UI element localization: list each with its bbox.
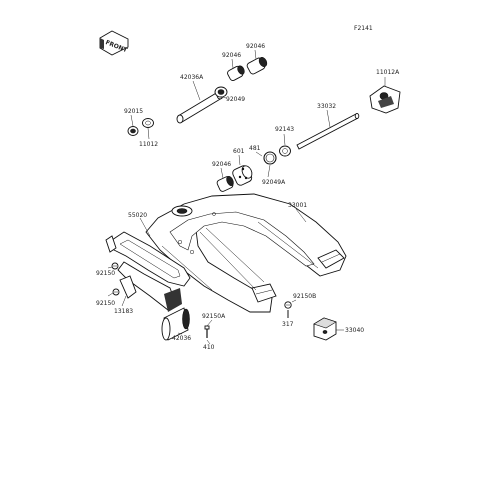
swingarm-33001 — [145, 193, 347, 313]
label-410: 410 — [203, 344, 215, 351]
cap-11012 — [142, 118, 154, 128]
collar-42036 — [161, 307, 190, 341]
guard-bracket — [105, 235, 117, 253]
pivot-collar-42036a — [176, 90, 224, 124]
label-55020: 55020 — [128, 212, 147, 219]
front-arrow-icon: FRONT — [99, 30, 129, 56]
bolt-92150-lower — [112, 288, 120, 296]
circlip-481 — [263, 151, 277, 165]
label-33001: 33001 — [288, 202, 307, 209]
label-42036a: 42036A — [180, 74, 204, 81]
label-13183: 13183 — [114, 308, 133, 315]
plate-13183 — [119, 275, 137, 299]
chain-guard-55020 — [111, 231, 191, 312]
label-92049: 92049 — [226, 96, 245, 103]
label-33032: 33032 — [317, 103, 336, 110]
label-92143: 92143 — [275, 126, 294, 133]
diagram-id: F2141 — [354, 25, 373, 32]
cap-11012a — [369, 85, 401, 114]
label-11012: 11012 — [139, 141, 158, 148]
label-601: 601 — [233, 148, 245, 155]
label-92046-top: 92046 — [246, 43, 265, 50]
bolt-92150b — [284, 301, 292, 309]
needle-bearing-92046-mid — [227, 65, 245, 81]
collar-92049 — [214, 86, 228, 98]
nut-92015 — [127, 126, 139, 136]
label-92046-lower: 92046 — [212, 161, 231, 168]
label-92015: 92015 — [124, 108, 143, 115]
needle-bearing-92046-lower — [216, 175, 234, 192]
ball-bearing-601 — [232, 165, 253, 186]
label-481: 481 — [249, 145, 261, 152]
label-92049a: 92049A — [262, 179, 286, 186]
collar-92143 — [279, 145, 291, 157]
label-92150-upper: 92150 — [96, 270, 115, 277]
label-92150b: 92150B — [293, 293, 316, 300]
label-11012a: 11012A — [376, 69, 400, 76]
label-92046-mid: 92046 — [222, 52, 241, 59]
needle-bearing-92046-top — [246, 56, 268, 75]
label-317: 317 — [282, 321, 294, 328]
bolt-92150a — [204, 325, 210, 338]
label-92150-lower: 92150 — [96, 300, 115, 307]
label-42036: 42036 — [172, 335, 191, 342]
chain-adjuster-33040 — [313, 317, 337, 341]
label-92150a: 92150A — [202, 313, 226, 320]
label-33040: 33040 — [345, 327, 364, 334]
pivot-shaft-33032 — [296, 113, 360, 150]
bolt-92150-upper — [111, 262, 119, 270]
